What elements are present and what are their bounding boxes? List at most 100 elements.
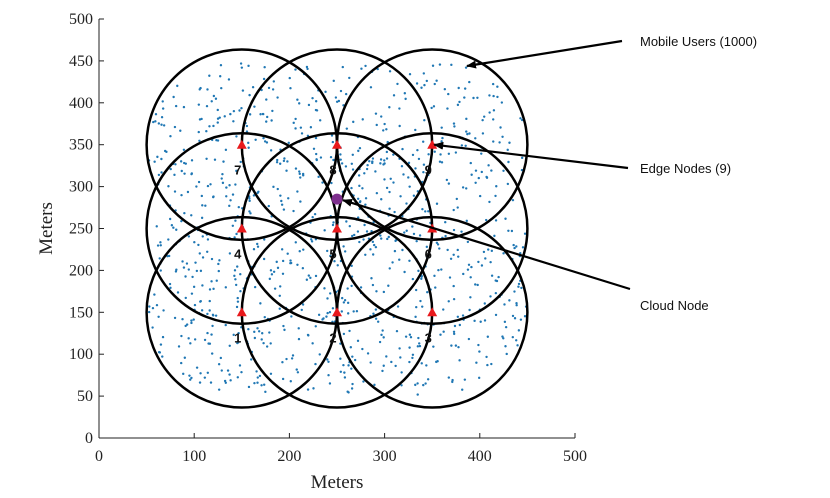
- mobile-user-dot: [190, 159, 194, 162]
- mobile-user-dot: [385, 355, 388, 358]
- mobile-user-dot: [326, 249, 329, 253]
- mobile-user-dot: [417, 157, 421, 161]
- mobile-user-dot: [350, 367, 353, 370]
- mobile-user-dot: [456, 315, 460, 319]
- mobile-user-dot: [501, 135, 504, 138]
- mobile-user-dot: [346, 287, 349, 290]
- mobile-user-dot: [368, 160, 371, 163]
- mobile-user-dot: [292, 121, 295, 125]
- mobile-user-dot: [193, 303, 197, 307]
- mobile-user-dot: [494, 291, 498, 295]
- mobile-user-dot: [452, 332, 456, 336]
- mobile-user-dot: [446, 248, 449, 252]
- mobile-user-dot: [181, 318, 184, 321]
- edge-node-marker-3: [427, 307, 438, 317]
- mobile-user-dot: [470, 265, 473, 269]
- mobile-user-dot: [515, 339, 518, 342]
- mobile-user-dot: [478, 350, 481, 353]
- mobile-user-dot: [314, 152, 318, 156]
- mobile-user-dot: [510, 229, 514, 233]
- mobile-user-dot: [422, 171, 425, 174]
- mobile-user-dot: [157, 173, 161, 177]
- mobile-user-dot: [176, 84, 179, 88]
- mobile-user-dot: [217, 269, 220, 273]
- mobile-user-dot: [443, 88, 447, 91]
- mobile-user-dot: [399, 356, 402, 359]
- mobile-user-dot: [482, 250, 486, 254]
- mobile-user-dot: [179, 129, 182, 132]
- mobile-user-dot: [161, 100, 164, 103]
- mobile-user-dot: [500, 101, 504, 104]
- mobile-user-dot: [469, 296, 472, 299]
- mobile-user-dot: [183, 356, 187, 359]
- mobile-user-dot: [431, 64, 435, 67]
- mobile-user-dot: [420, 86, 423, 89]
- mobile-user-dot: [381, 329, 384, 332]
- mobile-user-dot: [473, 319, 476, 323]
- mobile-user-dot: [239, 62, 243, 65]
- mobile-user-dot: [212, 94, 216, 98]
- mobile-user-dot: [463, 87, 467, 90]
- mobile-user-dot: [365, 167, 369, 171]
- mobile-user-dot: [317, 175, 320, 179]
- mobile-user-dot: [366, 352, 370, 355]
- mobile-user-dot: [247, 328, 250, 331]
- mobile-user-dot: [328, 311, 332, 314]
- mobile-user-dot: [492, 109, 496, 112]
- mobile-user-dot: [233, 236, 236, 239]
- mobile-user-dot: [453, 324, 457, 328]
- mobile-user-dot: [298, 170, 301, 173]
- mobile-user-dot: [181, 260, 184, 263]
- mobile-user-dot: [457, 345, 460, 349]
- mobile-user-dot: [321, 181, 324, 184]
- mobile-user-dot: [210, 100, 213, 103]
- mobile-user-dot: [256, 381, 259, 384]
- mobile-user-dot: [283, 328, 286, 332]
- mobile-user-dot: [276, 96, 279, 99]
- mobile-user-dot: [452, 284, 455, 288]
- mobile-user-dot: [307, 274, 311, 277]
- mobile-user-dot: [158, 257, 161, 260]
- mobile-user-dot: [385, 186, 389, 190]
- mobile-user-dot: [247, 64, 250, 68]
- mobile-user-dot: [435, 79, 438, 82]
- mobile-user-dot: [220, 177, 223, 180]
- mobile-user-dot: [486, 363, 489, 367]
- mobile-user-dot: [398, 347, 401, 350]
- mobile-user-dot: [310, 240, 314, 243]
- mobile-user-dot: [417, 336, 420, 340]
- mobile-user-dot: [160, 171, 163, 174]
- mobile-user-dot: [157, 122, 161, 125]
- mobile-user-dot: [372, 243, 376, 247]
- mobile-user-dot: [160, 123, 163, 126]
- mobile-user-dot: [392, 153, 395, 156]
- mobile-user-dot: [174, 163, 177, 166]
- y-tick-label: 250: [69, 221, 93, 238]
- mobile-user-dot: [192, 318, 195, 321]
- mobile-user-dot: [276, 266, 280, 270]
- mobile-user-dot: [199, 300, 202, 303]
- mobile-user-dot: [366, 163, 369, 167]
- mobile-user-dot: [395, 329, 399, 333]
- mobile-user-dot: [470, 173, 473, 176]
- mobile-user-dot: [373, 383, 376, 387]
- mobile-user-dot: [414, 128, 417, 132]
- mobile-user-dot: [228, 344, 231, 347]
- mobile-user-dot: [156, 244, 160, 247]
- mobile-user-dot: [440, 268, 443, 271]
- mobile-user-dot: [310, 238, 313, 241]
- mobile-user-dot: [467, 263, 471, 266]
- mobile-user-dot: [434, 286, 437, 289]
- mobile-user-dot: [346, 301, 350, 305]
- mobile-user-dot: [466, 268, 470, 271]
- mobile-user-dot: [170, 224, 174, 227]
- mobile-user-dot: [239, 272, 242, 276]
- mobile-user-dot: [248, 210, 251, 213]
- mobile-user-dot: [388, 70, 392, 73]
- mobile-user-dot: [228, 373, 231, 376]
- mobile-user-dot: [422, 140, 425, 143]
- mobile-user-dot: [485, 355, 488, 359]
- mobile-user-dot: [200, 117, 203, 121]
- mobile-user-dot: [237, 331, 240, 335]
- mobile-user-dot: [290, 357, 294, 360]
